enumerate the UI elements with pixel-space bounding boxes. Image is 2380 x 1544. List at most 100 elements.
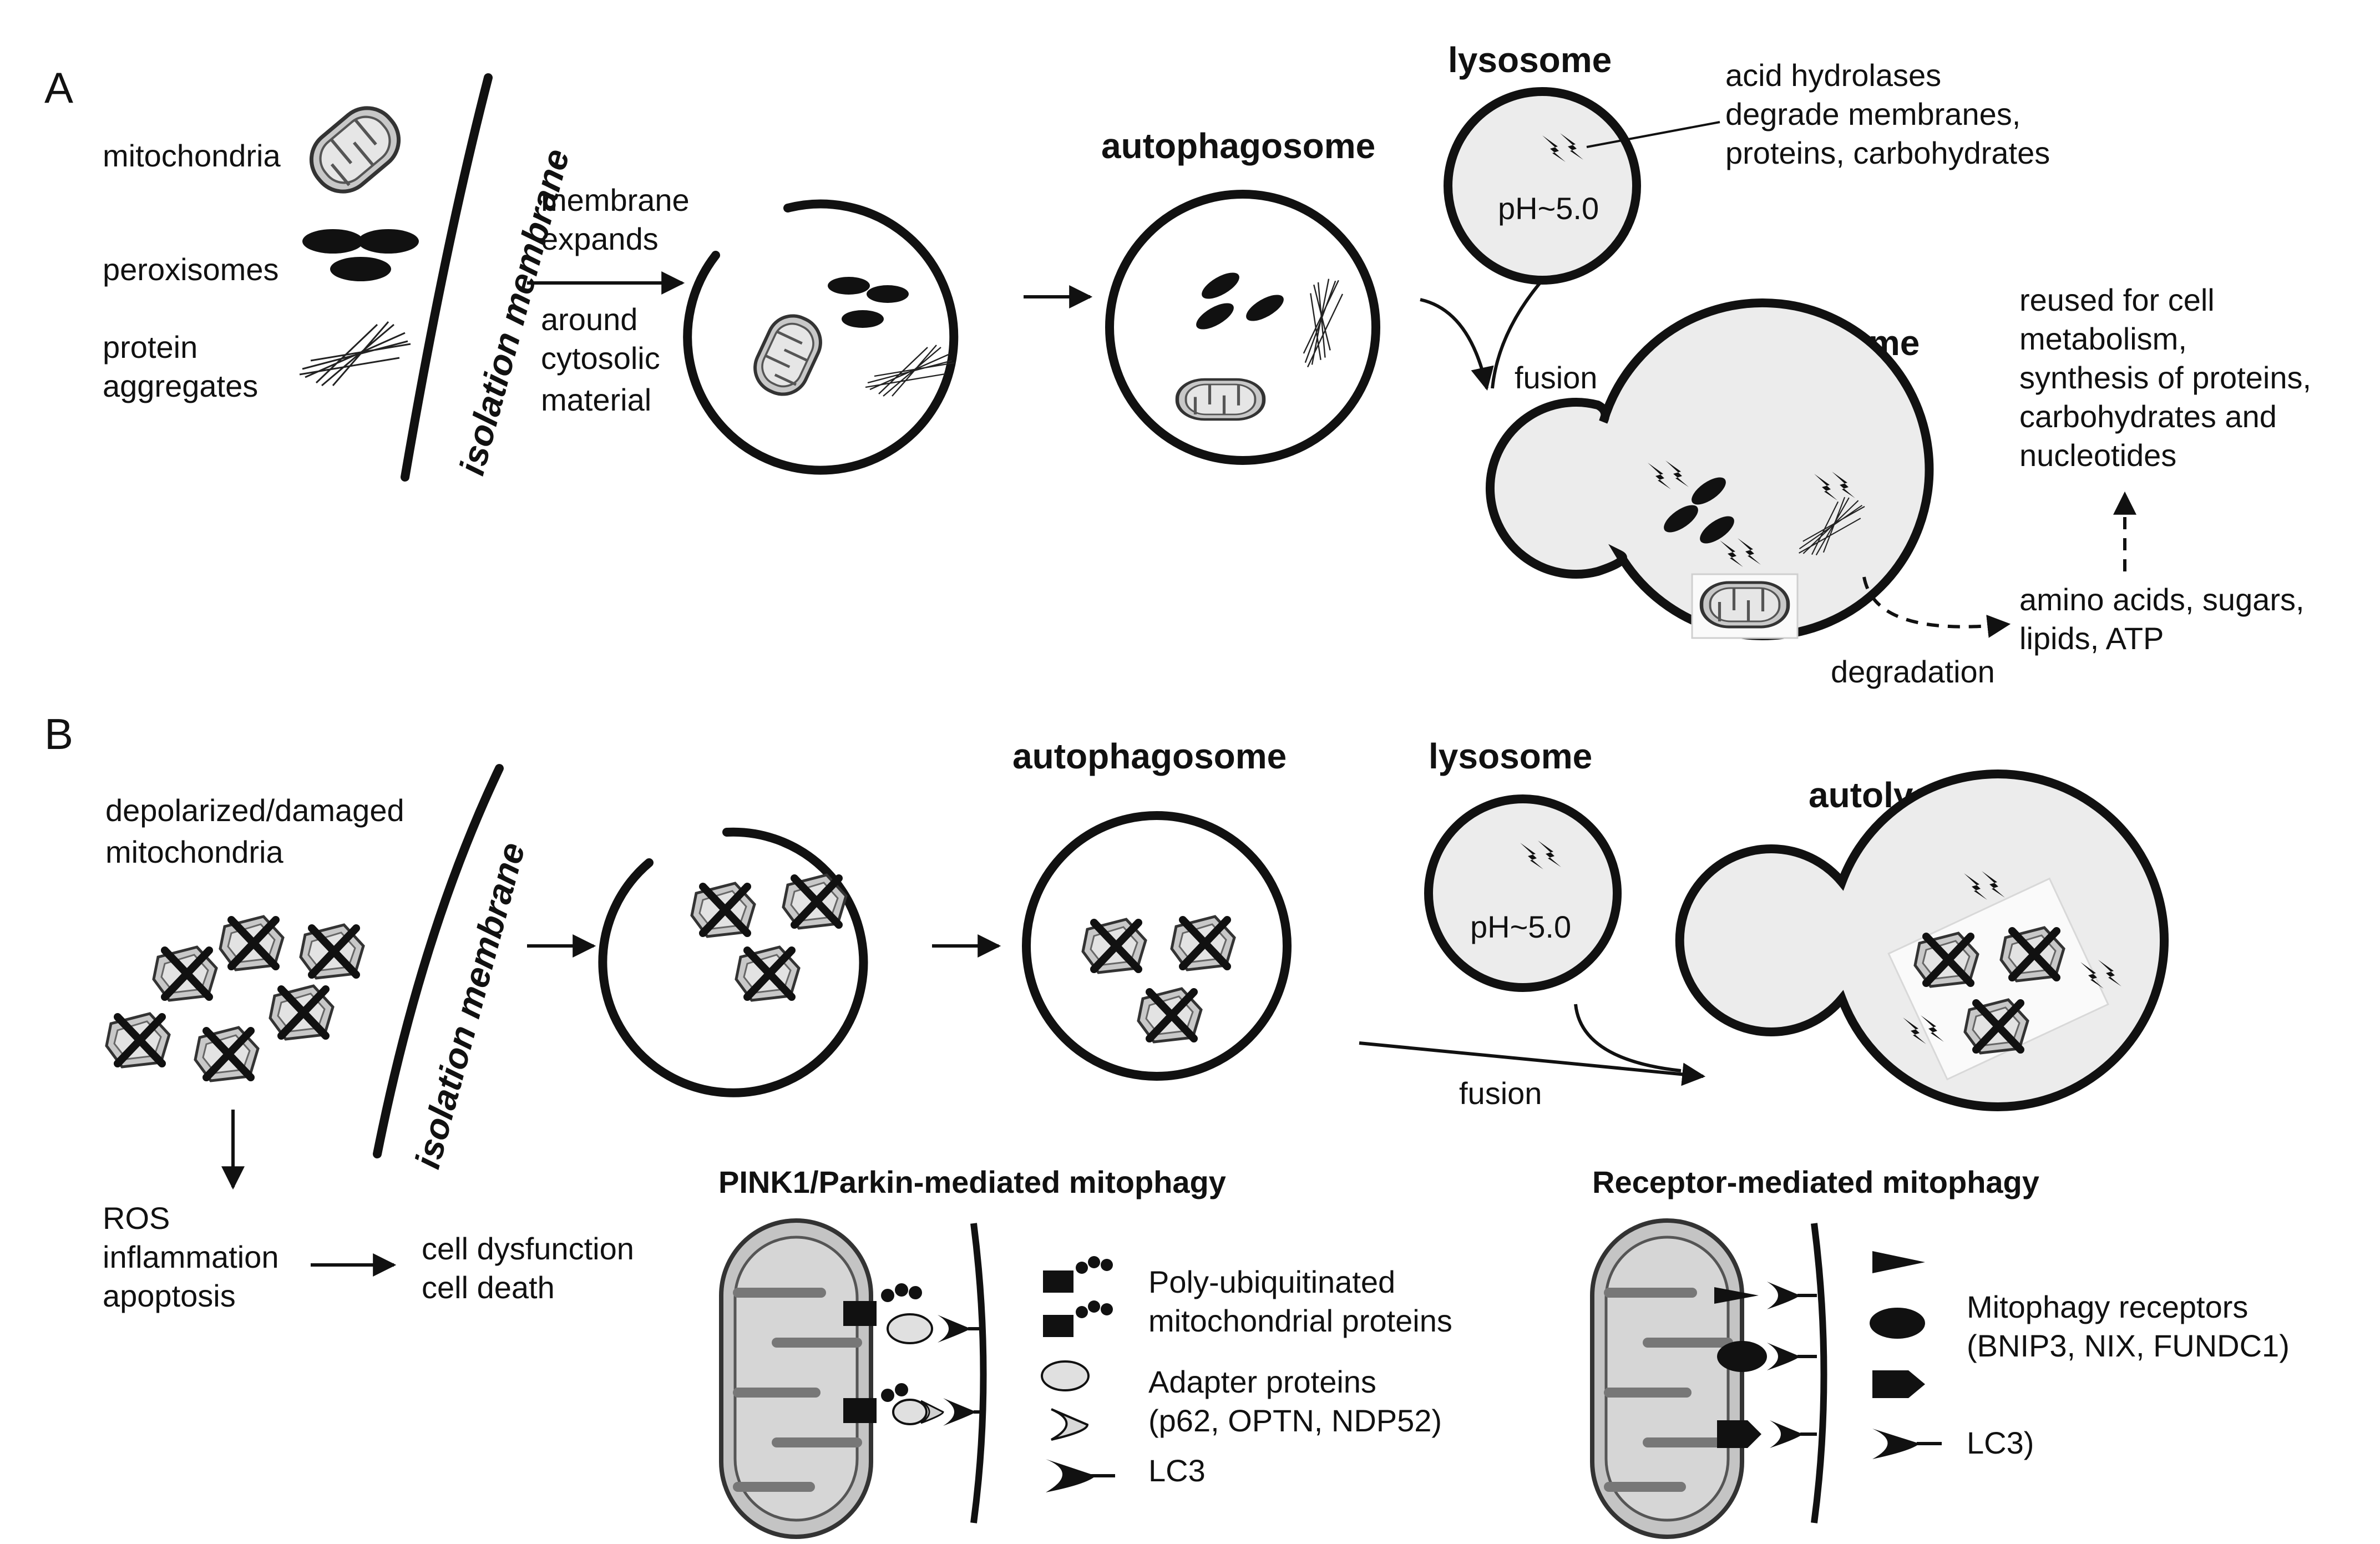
peroxisome-icons — [1196, 272, 1284, 330]
damaged-mitochondrion-icon — [1083, 919, 1146, 973]
label-material: material — [541, 382, 651, 417]
damaged-mitochondrion-icon — [154, 947, 216, 1000]
damaged-mitochondrion-icon — [301, 925, 363, 978]
reuse-line1: reused for cell — [2019, 282, 2215, 317]
pink1-legend-1b: mitochondrial proteins — [1148, 1303, 1452, 1338]
label-expands: expands — [541, 221, 659, 256]
receptor-oval-legend-icon — [1870, 1308, 1925, 1339]
degradation-label: degradation — [1831, 654, 1995, 689]
receptor-legend-1a: Mitophagy receptors — [1967, 1289, 2248, 1324]
outcome-line2: cell death — [422, 1270, 555, 1305]
damaged-mitochondrion-icon — [107, 1014, 169, 1067]
effects-line2: inflammation — [103, 1239, 278, 1274]
protein-aggregate-icon — [298, 321, 412, 387]
damaged-mitochondrion-icon — [783, 875, 846, 928]
lysosome-ph-b: pH~5.0 — [1470, 909, 1571, 944]
lysosome-ph-a: pH~5.0 — [1498, 191, 1599, 226]
hydrolases-line2: degrade membranes, — [1725, 97, 2021, 131]
autophagosome-label-b: autophagosome — [1012, 736, 1287, 776]
pink1-title: PINK1/Parkin-mediated mitophagy — [718, 1165, 1226, 1199]
isolation-membrane-a — [401, 73, 493, 482]
lysosome-a — [1444, 87, 1641, 285]
degrading-mito-group — [1887, 877, 2109, 1081]
peroxisome-icons — [302, 229, 419, 281]
arrow-lyso-fusion-a — [1491, 279, 1544, 389]
mitochondrion-icon — [1177, 379, 1264, 419]
damaged-mitochondrion-icon — [220, 917, 283, 970]
arrow-lyso-fusion-b — [1574, 1004, 1682, 1072]
reuse-line5: nucleotides — [2019, 438, 2176, 473]
adapter-legend-icon — [1041, 1360, 1090, 1391]
label-cytosolic: cytosolic — [541, 341, 660, 376]
label-membrane: membrane — [541, 183, 690, 217]
panel-a-letter: A — [44, 63, 73, 112]
effects-line3: apoptosis — [103, 1278, 236, 1313]
damaged-mitochondrion-icon — [1915, 933, 1978, 986]
damaged-mitochondrion-icon — [736, 947, 799, 1000]
fusion-label-a: fusion — [1515, 360, 1597, 395]
isolation-membrane-b — [373, 764, 504, 1158]
receptor-title: Receptor-mediated mitophagy — [1592, 1165, 2039, 1199]
reuse-line3: synthesis of proteins, — [2019, 360, 2311, 395]
pink1-receptor-complex-2 — [843, 1383, 985, 1426]
arrow-fusion-b — [1359, 1041, 1706, 1086]
hydrolases-line1: acid hydrolases — [1725, 58, 1941, 93]
mitochondrion-icon — [300, 96, 411, 204]
products-line2: lipids, ATP — [2019, 621, 2164, 656]
damaged-mitochondrion-icon — [1965, 1000, 2028, 1053]
peroxisome-icons — [1664, 477, 1734, 544]
reuse-line2: metabolism, — [2019, 321, 2187, 356]
pink1-phagophore-membrane — [970, 1223, 987, 1523]
autolysosome-a — [1486, 298, 1934, 640]
damaged-line2: mitochondria — [105, 834, 283, 869]
phagophore-b — [598, 827, 868, 1097]
phagophore-a — [683, 199, 959, 475]
products-line1: amino acids, sugars, — [2019, 582, 2305, 617]
label-around: around — [541, 302, 637, 337]
outcome-line1: cell dysfunction — [422, 1231, 634, 1266]
damaged-mitochondrion-icon — [1172, 917, 1234, 970]
ubiquitin-legend-icon — [1043, 1256, 1113, 1337]
lysosome-label-b: lysosome — [1429, 736, 1592, 776]
receptor-triangle-legend-icon — [1872, 1251, 1925, 1273]
pink1-legend-2a: Adapter proteins — [1148, 1364, 1376, 1399]
label-mitochondria: mitochondria — [103, 138, 281, 173]
lysosome-b — [1424, 794, 1622, 992]
pink1-legend-3: LC3 — [1148, 1453, 1206, 1488]
pointer-hydrolases — [1586, 121, 1720, 148]
lc3-legend-icon — [1046, 1459, 1115, 1492]
adapter-crescent-legend-icon — [1051, 1408, 1089, 1441]
label-peroxisomes: peroxisomes — [103, 252, 278, 287]
pink1-mitochondrion — [719, 1218, 873, 1539]
damaged-line1: depolarized/damaged — [105, 793, 404, 828]
receptor-phagophore-membrane — [1811, 1223, 1827, 1523]
damaged-mitochondrion-icon — [692, 883, 754, 936]
mitochondrion-icon — [1702, 583, 1788, 627]
damaged-mitochondrion-icon — [195, 1027, 258, 1081]
hydrolases-line3: proteins, carbohydrates — [1725, 135, 2050, 170]
damaged-mitochondrion-icon — [1138, 989, 1201, 1042]
autophagosome-label-a: autophagosome — [1101, 126, 1375, 166]
arrow-degradation — [1862, 576, 2011, 638]
label-protein: protein — [103, 330, 198, 365]
receptor-legend-1b: (BNIP3, NIX, FUNDC1) — [1967, 1328, 2290, 1363]
receptor-complex-1 — [1714, 1282, 1817, 1309]
lc3-legend-icon-receptor — [1872, 1429, 1942, 1459]
arrow-fusion-a — [1420, 298, 1494, 391]
mitochondrion-icon — [747, 307, 829, 402]
receptor-mitochondrion — [1590, 1218, 1744, 1539]
isolation-membrane-label-b: isolation membrane — [407, 838, 533, 1173]
pink1-receptor-complex-1 — [843, 1283, 985, 1344]
panel-b-letter: B — [44, 710, 73, 758]
receptor-legend-2: LC3) — [1967, 1425, 2034, 1460]
damaged-mitochondrion-icon — [2001, 928, 2064, 981]
receptor-complex-2 — [1717, 1341, 1817, 1372]
receptor-pentagon-legend-icon — [1872, 1370, 1925, 1398]
pink1-legend-2b: (p62, OPTN, NDP52) — [1148, 1403, 1442, 1438]
receptor-complex-3 — [1717, 1420, 1817, 1448]
effects-line1: ROS — [103, 1201, 170, 1236]
pink1-legend-1a: Poly-ubiquitinated — [1148, 1264, 1395, 1299]
lysosome-label-a: lysosome — [1448, 40, 1612, 80]
